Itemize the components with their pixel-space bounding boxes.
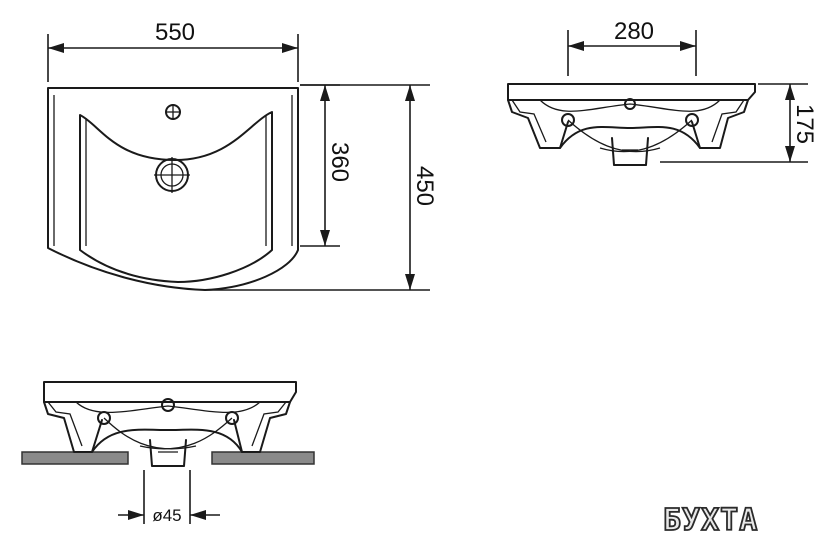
drain-icon bbox=[154, 157, 190, 193]
dim-depth-360: 360 bbox=[300, 84, 353, 247]
countertop-right bbox=[211, 451, 315, 465]
sink-front-view bbox=[21, 381, 315, 467]
dim-depth-450: 450 bbox=[205, 84, 438, 291]
dim-label-550: 550 bbox=[155, 19, 195, 46]
sink-side-view bbox=[507, 83, 756, 166]
dim-label-360: 360 bbox=[326, 142, 353, 182]
countertop-left bbox=[21, 451, 129, 465]
dim-width-550: 550 bbox=[47, 19, 299, 82]
sink-top-view bbox=[47, 87, 299, 291]
dim-label-diameter: ø45 bbox=[152, 506, 181, 525]
dim-label-280: 280 bbox=[614, 18, 654, 45]
dim-drain-diameter: ø45 bbox=[118, 470, 220, 525]
dim-height-175: 175 bbox=[660, 83, 818, 163]
dim-label-450: 450 bbox=[411, 166, 438, 206]
dim-width-280: 280 bbox=[567, 18, 697, 76]
tap-hole-icon bbox=[165, 104, 181, 120]
dim-label-175: 175 bbox=[791, 104, 818, 144]
watermark-logo: БУХТА bbox=[663, 503, 758, 538]
